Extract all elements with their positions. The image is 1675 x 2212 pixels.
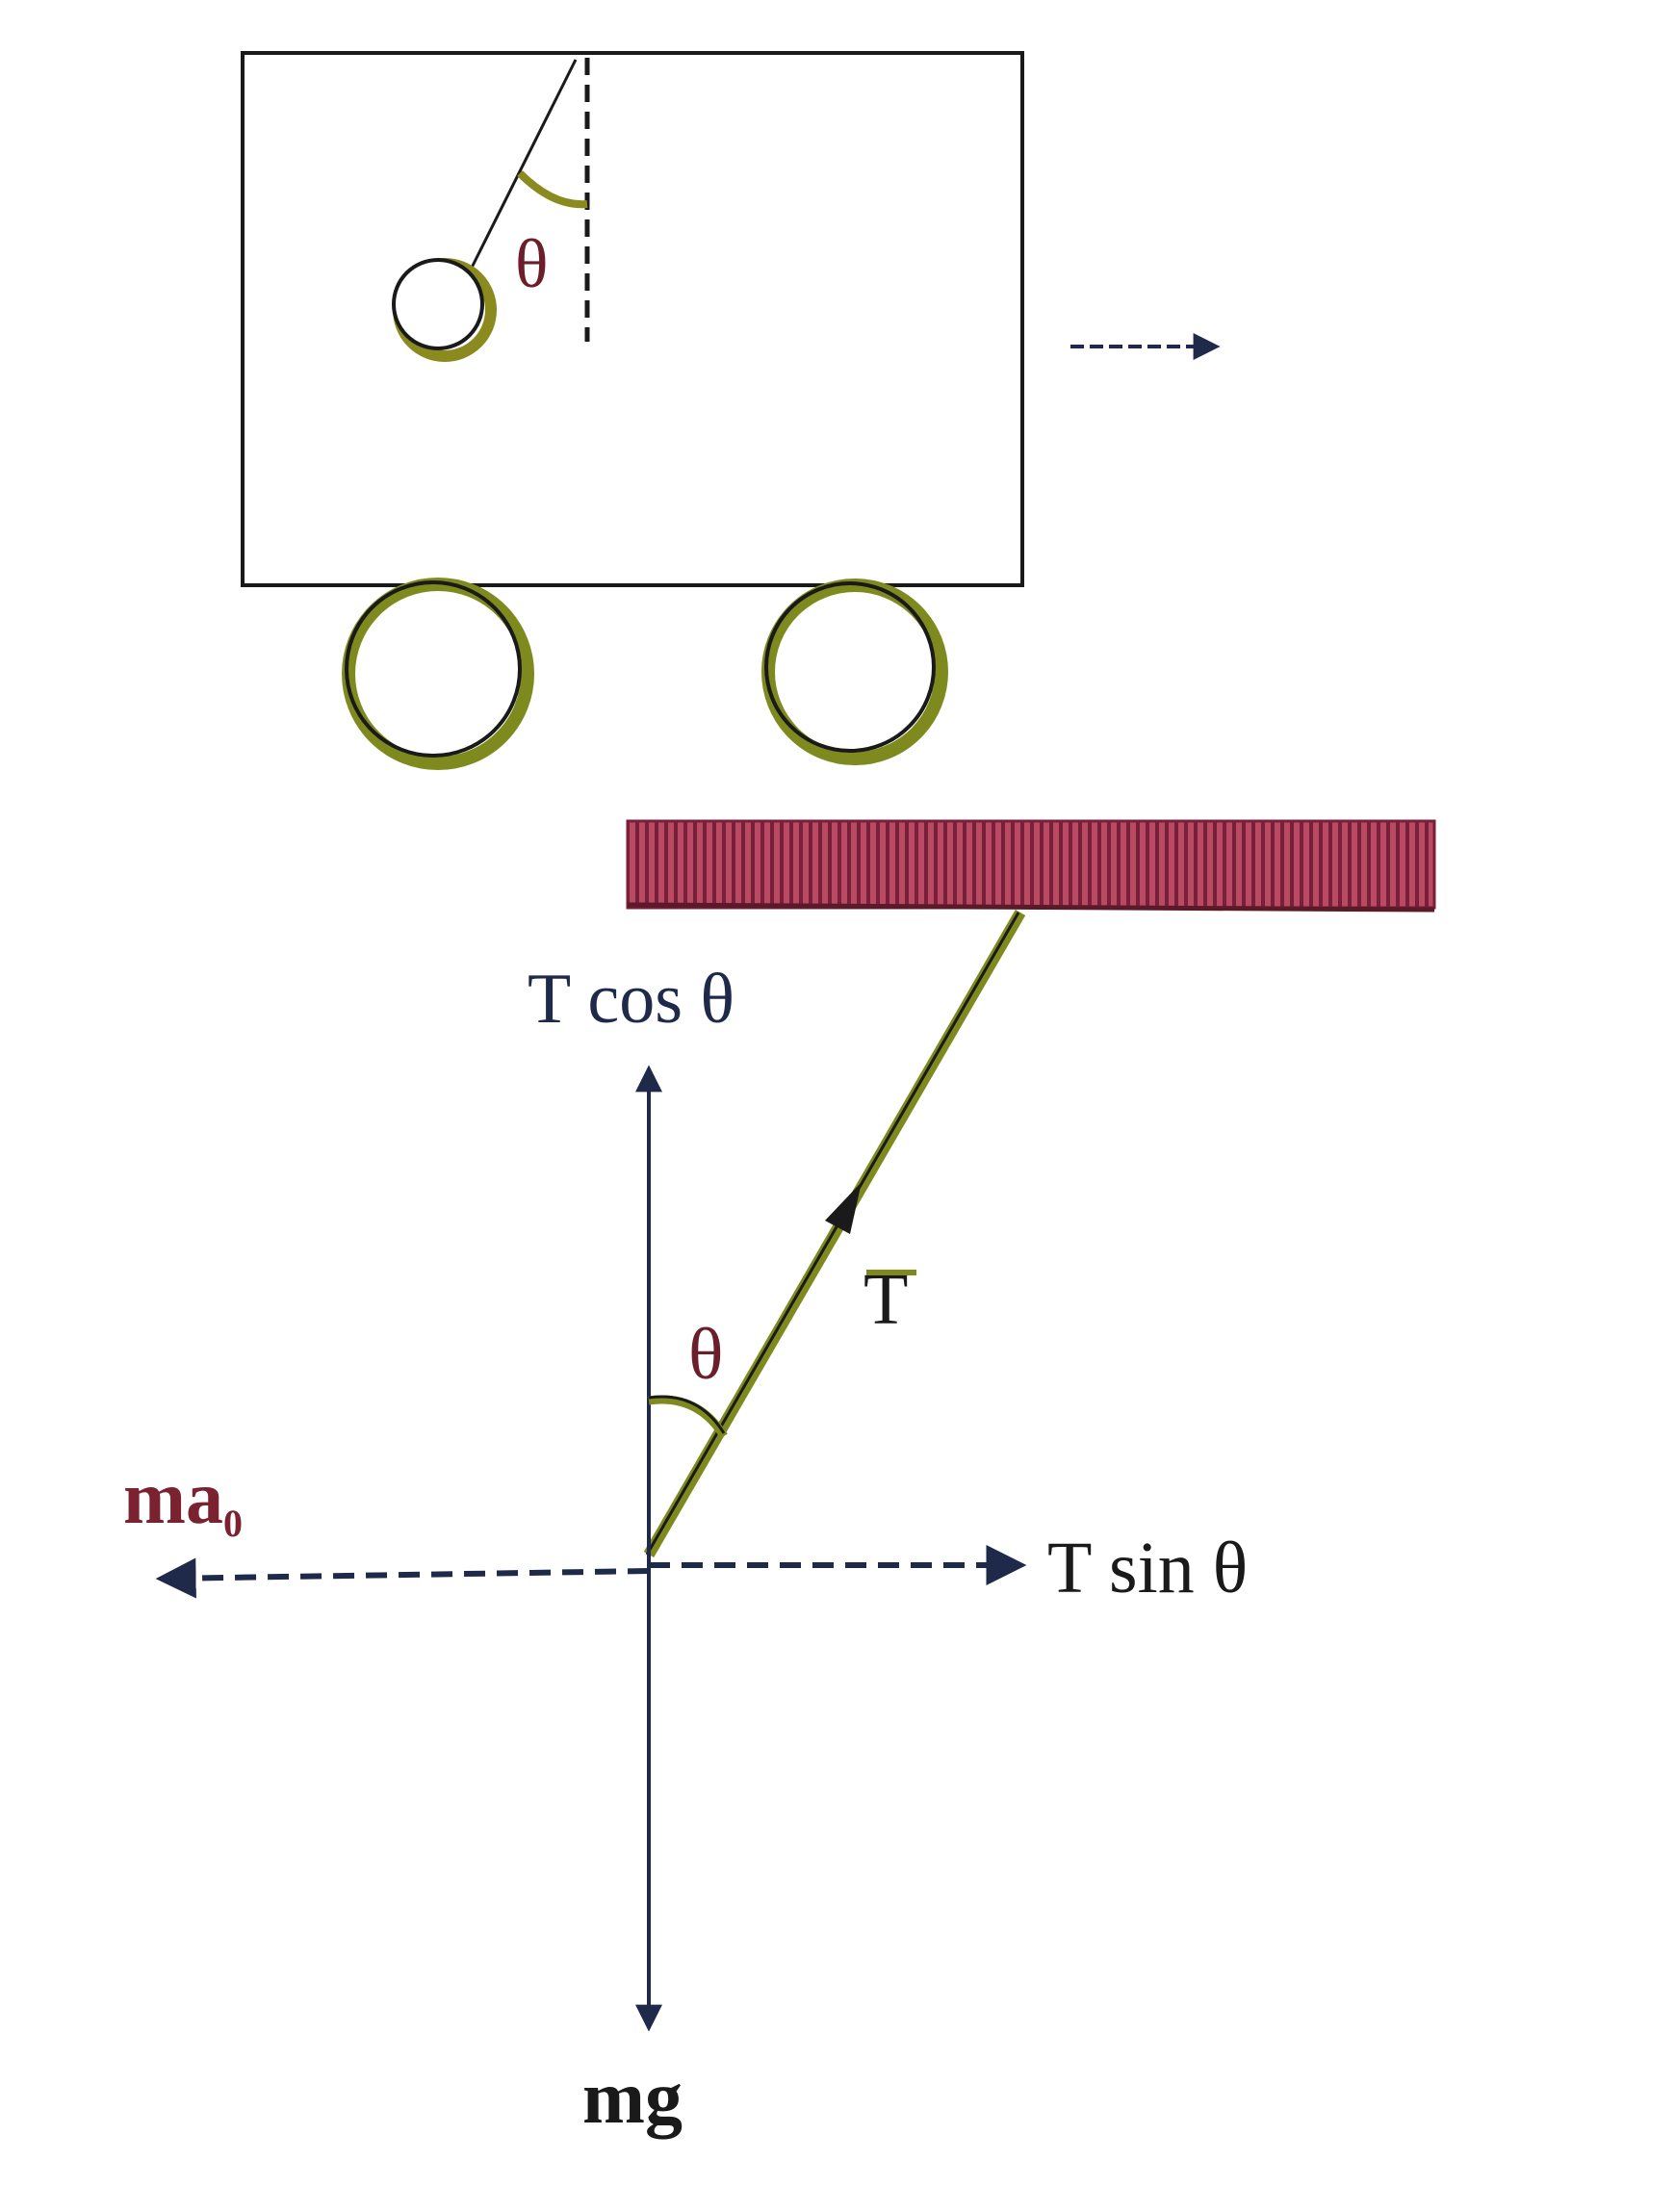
cart-body bbox=[241, 51, 1024, 587]
fbd-string bbox=[643, 909, 1026, 1558]
pseudo-force-label: ma0 bbox=[123, 1455, 243, 1545]
fbd-angle-arc-edge bbox=[648, 1395, 726, 1434]
t-cos-label: T cos θ bbox=[528, 960, 734, 1039]
fbd-theta-label: θ bbox=[688, 1314, 723, 1395]
pseudo-force-label-subscript: 0 bbox=[223, 1502, 243, 1545]
free-body-diagram: T cos θ T θ T sin θ ma0 mg bbox=[123, 819, 1436, 2139]
ceiling-base-line bbox=[627, 902, 1435, 913]
pendulum-string bbox=[468, 59, 578, 272]
cart-illustration: θ bbox=[241, 51, 1024, 770]
pseudo-force-arrow bbox=[155, 1557, 650, 1599]
pseudo-force-label-main: ma bbox=[123, 1455, 223, 1539]
cart-wheel-right bbox=[761, 579, 948, 765]
cart-theta-label: θ bbox=[515, 225, 549, 302]
mg-label: mg bbox=[582, 2055, 683, 2139]
t-sin-label: T sin θ bbox=[1047, 1528, 1248, 1608]
tension-arrowhead bbox=[825, 1182, 862, 1234]
fbd-string-edge bbox=[645, 912, 1020, 1556]
ceiling-support bbox=[626, 819, 1436, 910]
cart-angle-arc bbox=[517, 170, 588, 209]
cart-wheel-left bbox=[342, 578, 534, 770]
fbd-angle-arc bbox=[648, 1395, 728, 1439]
pendulum-bob bbox=[392, 258, 484, 350]
